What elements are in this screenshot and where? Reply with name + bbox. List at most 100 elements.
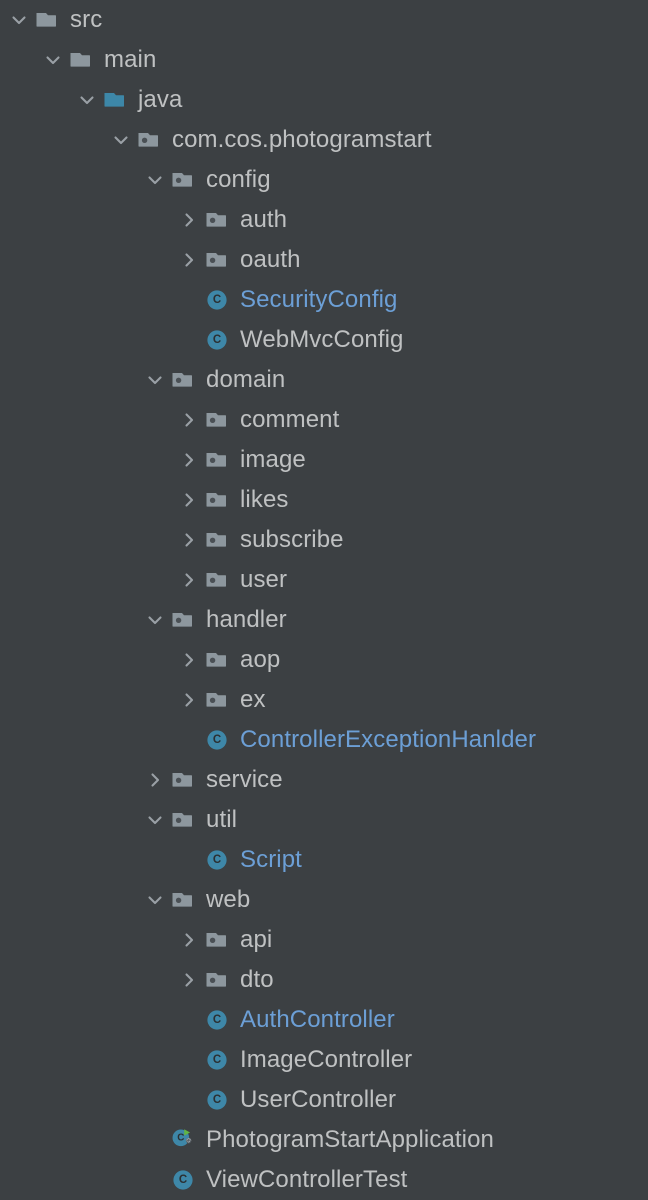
- twisty-spacer: [176, 327, 202, 353]
- twisty-spacer: [176, 1047, 202, 1073]
- tree-row[interactable]: java: [0, 80, 648, 120]
- chevron-right-icon[interactable]: [142, 767, 168, 793]
- svg-text:C: C: [213, 854, 221, 866]
- tree-row[interactable]: user: [0, 560, 648, 600]
- twisty-spacer: [176, 727, 202, 753]
- tree-row[interactable]: image: [0, 440, 648, 480]
- twisty-spacer: [142, 1127, 168, 1153]
- chevron-right-icon[interactable]: [176, 207, 202, 233]
- package-icon: [170, 607, 196, 633]
- java-class-icon: C: [204, 847, 230, 873]
- tree-row[interactable]: com.cos.photogramstart: [0, 120, 648, 160]
- package-icon: [170, 367, 196, 393]
- chevron-right-icon[interactable]: [176, 927, 202, 953]
- source-root-folder-icon: [102, 87, 128, 113]
- tree-row[interactable]: C ImageController: [0, 1040, 648, 1080]
- tree-row[interactable]: C PhotogramStartApplication: [0, 1120, 648, 1160]
- tree-node-label: java: [138, 86, 183, 113]
- chevron-down-icon[interactable]: [142, 167, 168, 193]
- tree-row[interactable]: likes: [0, 480, 648, 520]
- twisty-spacer: [176, 1007, 202, 1033]
- tree-node-label: util: [206, 806, 238, 833]
- chevron-right-icon[interactable]: [176, 447, 202, 473]
- chevron-right-icon[interactable]: [176, 487, 202, 513]
- tree-node-label: likes: [240, 486, 289, 513]
- package-icon: [204, 487, 230, 513]
- svg-text:C: C: [213, 1014, 221, 1026]
- tree-node-label: domain: [206, 366, 286, 393]
- tree-row[interactable]: C SecurityConfig: [0, 280, 648, 320]
- chevron-right-icon[interactable]: [176, 967, 202, 993]
- tree-row[interactable]: dto: [0, 960, 648, 1000]
- folder-icon: [34, 7, 60, 33]
- tree-row[interactable]: comment: [0, 400, 648, 440]
- tree-node-label: PhotogramStartApplication: [206, 1126, 494, 1153]
- tree-row[interactable]: domain: [0, 360, 648, 400]
- svg-text:C: C: [213, 734, 221, 746]
- chevron-down-icon[interactable]: [142, 607, 168, 633]
- twisty-spacer: [142, 1167, 168, 1193]
- chevron-down-icon[interactable]: [74, 87, 100, 113]
- tree-row[interactable]: util: [0, 800, 648, 840]
- package-icon: [170, 767, 196, 793]
- folder-icon: [68, 47, 94, 73]
- chevron-right-icon[interactable]: [176, 407, 202, 433]
- chevron-right-icon[interactable]: [176, 527, 202, 553]
- tree-node-label: subscribe: [240, 526, 344, 553]
- tree-node-label: src: [70, 6, 103, 33]
- tree-row[interactable]: service: [0, 760, 648, 800]
- package-icon: [170, 807, 196, 833]
- java-class-icon: C: [170, 1167, 196, 1193]
- chevron-right-icon[interactable]: [176, 647, 202, 673]
- package-icon: [170, 167, 196, 193]
- package-icon: [204, 247, 230, 273]
- chevron-right-icon[interactable]: [176, 567, 202, 593]
- chevron-down-icon[interactable]: [108, 127, 134, 153]
- chevron-down-icon[interactable]: [142, 887, 168, 913]
- spring-boot-runnable-class-icon: C: [170, 1127, 196, 1153]
- chevron-down-icon[interactable]: [142, 807, 168, 833]
- tree-row[interactable]: oauth: [0, 240, 648, 280]
- tree-row[interactable]: aop: [0, 640, 648, 680]
- package-icon: [204, 207, 230, 233]
- tree-node-label: image: [240, 446, 306, 473]
- svg-text:C: C: [213, 1054, 221, 1066]
- tree-row[interactable]: C ViewControllerTest: [0, 1160, 648, 1200]
- tree-node-label: SecurityConfig: [240, 286, 398, 313]
- svg-text:C: C: [213, 294, 221, 306]
- tree-node-label: ImageController: [240, 1046, 413, 1073]
- tree-row[interactable]: api: [0, 920, 648, 960]
- tree-node-label: ViewControllerTest: [206, 1166, 408, 1193]
- tree-row[interactable]: config: [0, 160, 648, 200]
- tree-row[interactable]: C ControllerExceptionHanlder: [0, 720, 648, 760]
- tree-node-label: ControllerExceptionHanlder: [240, 726, 537, 753]
- tree-row[interactable]: subscribe: [0, 520, 648, 560]
- chevron-down-icon[interactable]: [40, 47, 66, 73]
- chevron-down-icon[interactable]: [6, 7, 32, 33]
- tree-row[interactable]: auth: [0, 200, 648, 240]
- java-class-icon: C: [204, 327, 230, 353]
- tree-node-label: comment: [240, 406, 340, 433]
- chevron-down-icon[interactable]: [142, 367, 168, 393]
- package-icon: [204, 687, 230, 713]
- chevron-right-icon[interactable]: [176, 687, 202, 713]
- java-class-icon: C: [204, 1087, 230, 1113]
- package-icon: [204, 527, 230, 553]
- tree-row[interactable]: web: [0, 880, 648, 920]
- twisty-spacer: [176, 1087, 202, 1113]
- package-icon: [136, 127, 162, 153]
- chevron-right-icon[interactable]: [176, 247, 202, 273]
- tree-row[interactable]: ex: [0, 680, 648, 720]
- tree-node-label: handler: [206, 606, 287, 633]
- tree-row[interactable]: src: [0, 0, 648, 40]
- tree-row[interactable]: main: [0, 40, 648, 80]
- tree-node-label: ex: [240, 686, 266, 713]
- tree-row[interactable]: handler: [0, 600, 648, 640]
- tree-node-label: service: [206, 766, 283, 793]
- package-icon: [204, 567, 230, 593]
